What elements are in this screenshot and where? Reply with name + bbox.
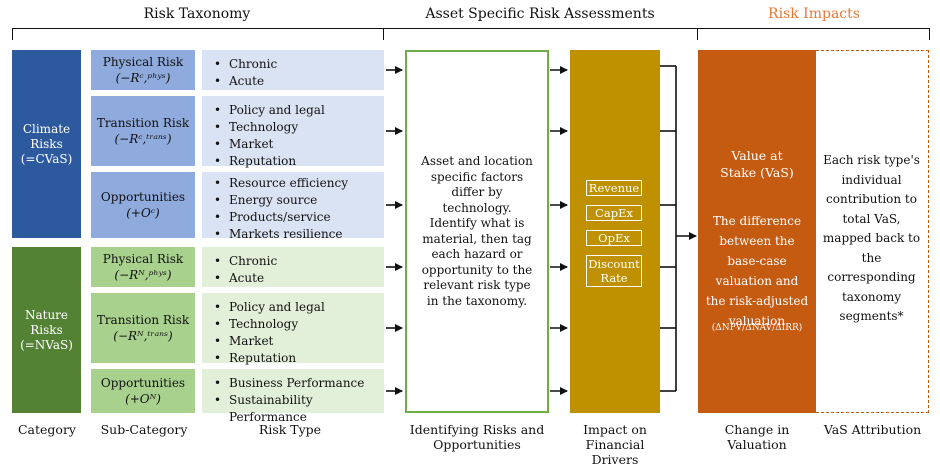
attribution-text: Each risk type's individual contribution… bbox=[822, 153, 921, 323]
risk-type-item: Technology bbox=[212, 316, 384, 333]
subcategory-formula: (+Oᶜ) bbox=[126, 206, 160, 220]
risk-type-list: Chronic Acute bbox=[202, 247, 384, 287]
risk-impacts-title: Risk Impacts bbox=[768, 6, 860, 22]
risk-type-item: Markets resilience bbox=[212, 226, 384, 243]
label-change: Change in Valuation bbox=[724, 422, 790, 452]
header-rule bbox=[12, 28, 930, 29]
risk-type-item: Market bbox=[212, 333, 384, 350]
risk-type-item: Policy and legal bbox=[212, 102, 384, 119]
subcategory-name: Transition Risk bbox=[96, 313, 190, 327]
risk-type-item: Market bbox=[212, 136, 384, 153]
risk-type-item: Chronic bbox=[212, 56, 384, 73]
risk-type-list: Chronic Acute bbox=[202, 50, 384, 90]
risk-type-item: Reputation bbox=[212, 350, 384, 367]
risk-type-item: Products/service bbox=[212, 209, 384, 226]
risk-type-item: Business Performance bbox=[212, 375, 384, 392]
subcategory-nature-opportunities: Opportunities (+Oᴺ) bbox=[91, 369, 195, 413]
label-risk-type: Risk Type bbox=[258, 422, 322, 437]
vas-attribution-box: Each risk type's individual contribution… bbox=[816, 50, 929, 413]
subcategory-name: Opportunities bbox=[100, 190, 186, 204]
risk-type-item: Sustainability Performance bbox=[212, 392, 384, 426]
subcategory-name: Transition Risk bbox=[96, 116, 190, 130]
subcategory-formula: (−Rᴺ,ᵖʰʸˢ) bbox=[114, 268, 172, 282]
asset-assessments-title: Asset Specific Risk Assessments bbox=[425, 6, 655, 22]
value-at-stake-box: Value at Stake (VaS) The difference betw… bbox=[698, 50, 816, 413]
label-attribution: VaS Attribution bbox=[823, 422, 922, 437]
label-category: Category bbox=[17, 422, 76, 437]
driver-revenue: Revenue bbox=[586, 180, 642, 196]
category-climate-label: Climate Risks bbox=[22, 121, 71, 151]
risk-type-list: Policy and legal Technology Market Reput… bbox=[202, 293, 384, 367]
risk-taxonomy-title: Risk Taxonomy bbox=[143, 6, 251, 22]
subcategory-name: Physical Risk bbox=[102, 252, 184, 266]
label-subcategory: Sub-Category bbox=[100, 422, 188, 437]
header-tick bbox=[383, 28, 384, 40]
header-tick bbox=[697, 28, 698, 40]
subcategory-name: Opportunities bbox=[100, 376, 186, 390]
subcategory-climate-transition: Transition Risk (−Rᶜ,ᵗʳᵃⁿˢ) bbox=[91, 96, 195, 166]
subcategory-nature-transition: Transition Risk (−Rᴺ,ᵗʳᵃⁿˢ) bbox=[91, 293, 195, 363]
subcategory-climate-opportunities: Opportunities (+Oᶜ) bbox=[91, 172, 195, 238]
bracket-lines bbox=[660, 65, 697, 392]
risk-type-list: Business Performance Sustainability Perf… bbox=[202, 369, 384, 424]
risk-type-item: Technology bbox=[212, 119, 384, 136]
subcategory-formula: (−Rᶜ,ᵗʳᵃⁿˢ) bbox=[114, 132, 172, 146]
risk-type-list: Policy and legal Technology Market Reput… bbox=[202, 96, 384, 170]
vas-body: The difference between the base-case val… bbox=[705, 214, 809, 328]
label-impact: Impact on Financial Drivers bbox=[583, 422, 647, 467]
category-climate: Climate Risks (=CVaS) bbox=[12, 50, 81, 238]
driver-discount-rate: Discount Rate bbox=[586, 255, 642, 287]
vas-title: Value at Stake (VaS) bbox=[720, 148, 794, 180]
category-nature: Nature Risks (=NVaS) bbox=[12, 247, 81, 413]
subcategory-formula: (−Rᶜ,ᵖʰʸˢ) bbox=[115, 71, 171, 85]
subcategory-name: Physical Risk bbox=[102, 55, 184, 69]
category-nature-sub: (=NVaS) bbox=[20, 337, 73, 352]
risk-type-arrows bbox=[386, 66, 403, 395]
subcategory-formula: (+Oᴺ) bbox=[125, 392, 161, 406]
financial-drivers-panel: Revenue CapEx OpEx Discount Rate bbox=[570, 50, 660, 413]
subcategory-formula: (−Rᴺ,ᵗʳᵃⁿˢ) bbox=[113, 329, 173, 343]
subcategory-climate-physical: Physical Risk (−Rᶜ,ᵖʰʸˢ) bbox=[91, 50, 195, 90]
header-tick bbox=[12, 28, 13, 40]
vas-formula: (ΔNPV/ΔNAV/ΔIRR) bbox=[711, 323, 803, 333]
category-nature-label: Nature Risks bbox=[24, 307, 69, 337]
risk-type-item: Energy source bbox=[212, 192, 384, 209]
label-identifying: Identifying Risks and Opportunities bbox=[409, 422, 545, 452]
risk-type-item: Resource efficiency bbox=[212, 175, 384, 192]
risk-type-list: Resource efficiency Energy source Produc… bbox=[202, 172, 384, 243]
assessment-text: Asset and location specific factors diff… bbox=[421, 154, 533, 308]
risk-type-item: Policy and legal bbox=[212, 299, 384, 316]
risk-type-item: Chronic bbox=[212, 253, 384, 270]
driver-capex: CapEx bbox=[586, 205, 642, 221]
subcategory-nature-physical: Physical Risk (−Rᴺ,ᵖʰʸˢ) bbox=[91, 247, 195, 287]
risk-type-item: Acute bbox=[212, 73, 384, 90]
header-tick bbox=[929, 28, 930, 40]
assessment-arrows bbox=[550, 66, 568, 395]
risk-type-item: Acute bbox=[212, 270, 384, 287]
assessment-box: Asset and location specific factors diff… bbox=[405, 50, 549, 413]
category-climate-sub: (=CVaS) bbox=[20, 151, 73, 166]
driver-opex: OpEx bbox=[586, 230, 642, 246]
risk-type-item: Reputation bbox=[212, 153, 384, 170]
